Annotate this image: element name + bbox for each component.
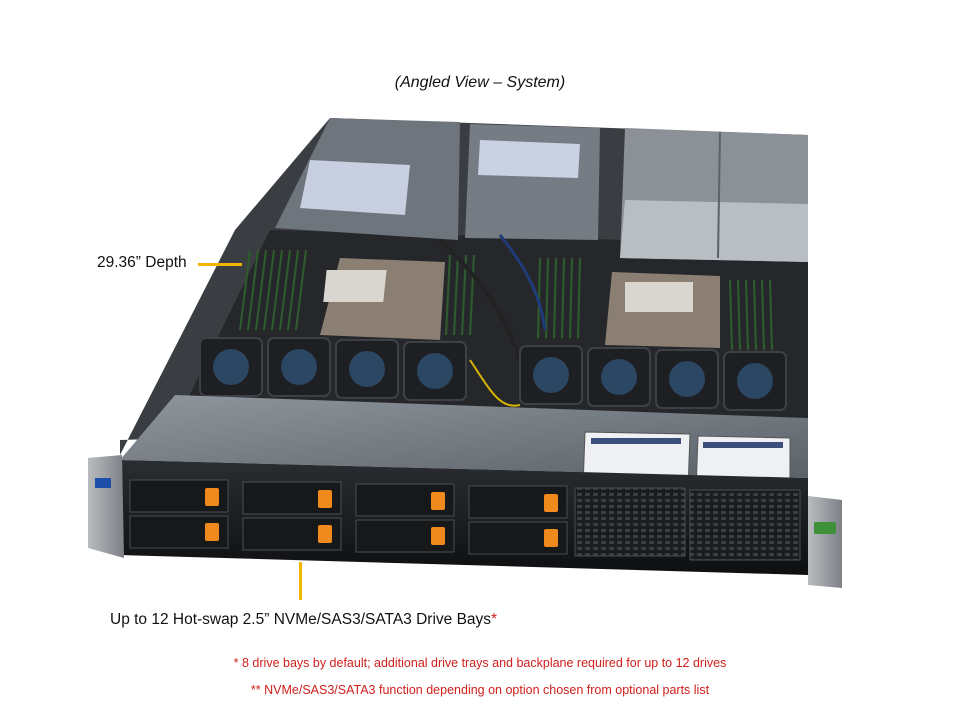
depth-leader-line <box>198 263 242 266</box>
footnote-drive-bays: * 8 drive bays by default; additional dr… <box>233 656 727 670</box>
drive-bays-footnote-marker: * <box>491 611 498 628</box>
page-title: (Angled View – System) <box>394 74 566 91</box>
drive-bays-callout: Up to 12 Hot-swap 2.5” NVMe/SAS3/SATA3 D… <box>110 611 497 629</box>
footnote-interface: ** NVMe/SAS3/SATA3 function depending on… <box>250 683 710 697</box>
bays-leader-line <box>299 562 302 600</box>
drive-bays-text: Up to 12 Hot-swap 2.5” NVMe/SAS3/SATA3 D… <box>110 611 492 628</box>
depth-callout: 29.36” Depth <box>97 254 187 271</box>
